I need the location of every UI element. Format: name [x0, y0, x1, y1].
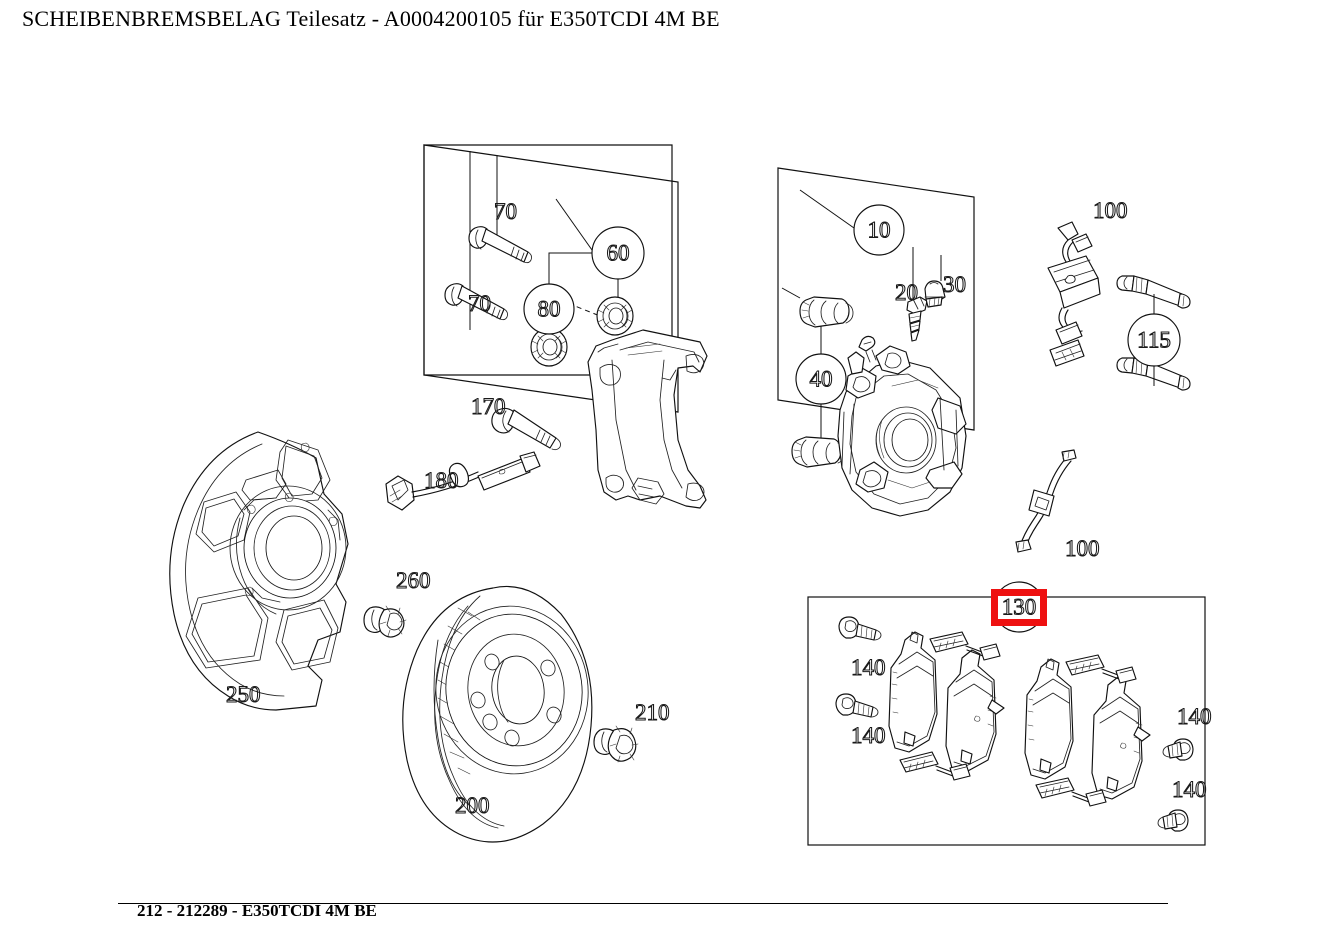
callout-circle-10[interactable]: 10: [853, 204, 905, 256]
guide-pin-bushing-60: [596, 296, 634, 336]
brake-splash-shield-250: [169, 431, 349, 711]
part-label-30: 30: [943, 272, 966, 297]
callout-circle-80[interactable]: 80: [523, 283, 575, 335]
part-label-140-d: 140: [1172, 777, 1207, 802]
wire-retaining-clip-100: [1015, 449, 1077, 553]
part-label-210: 210: [635, 700, 670, 725]
part-label-140-b: 140: [851, 723, 886, 748]
shield-bolt-260: [363, 605, 407, 638]
pad-retaining-clip-3: [1065, 654, 1137, 684]
caliper-carrier-bracket: [587, 329, 708, 509]
disc-locating-bolt-210: [593, 725, 639, 763]
part-label-70-lower: 70: [468, 291, 491, 316]
pad-bolt-140-c: [1162, 738, 1194, 761]
pad-retaining-clip-2: [899, 751, 971, 781]
bleeder-screw-20: [906, 296, 928, 342]
pad-retaining-clip-4: [1035, 777, 1107, 807]
bleeder-cap-30: [924, 280, 946, 308]
brake-pad-2: [945, 649, 1005, 773]
callout-circle-115[interactable]: 115: [1127, 313, 1181, 367]
pad-bolt-140-a: [838, 616, 882, 641]
part-label-170: 170: [471, 394, 506, 419]
part-label-100-upper: 100: [1093, 198, 1128, 223]
caliper-piston-upper: [799, 296, 854, 328]
part-label-260: 260: [396, 568, 431, 593]
selected-callout-highlight: [991, 589, 1047, 626]
part-label-200: 200: [455, 793, 490, 818]
callout-label-40: 40: [810, 367, 833, 392]
pad-retaining-spring-100: [1047, 221, 1101, 367]
footer-breadcrumb: 212 - 212289 - E350TCDI 4M BE: [137, 901, 377, 920]
callout-label-60: 60: [607, 241, 630, 266]
pad-bolt-140-b: [835, 693, 879, 718]
page-title: SCHEIBENBREMSBELAG Teilesatz - A00042001…: [22, 6, 720, 31]
part-label-140-a: 140: [851, 655, 886, 680]
guide-pin-bolt-lower: [444, 283, 508, 321]
part-label-70-upper: 70: [494, 199, 517, 224]
caliper-guide-pin-upper-115: [1116, 275, 1191, 309]
brake-disc-rotor-200: [402, 585, 593, 843]
callout-label-10: 10: [868, 218, 891, 243]
guide-pin-bolt-upper: [468, 226, 532, 264]
pad-bolt-140-d: [1157, 809, 1189, 832]
callout-label-115: 115: [1137, 328, 1171, 353]
footer-divider: [118, 903, 1168, 904]
brake-pad-4: [1091, 676, 1151, 800]
brake-pad-1: [888, 631, 938, 753]
brake-pad-3: [1024, 658, 1074, 780]
part-label-100-lower: 100: [1065, 536, 1100, 561]
caliper-piston-lower: [791, 436, 846, 468]
callout-label-80: 80: [538, 297, 561, 322]
callout-label-130: 130: [1002, 595, 1037, 620]
carrier-bolt-170: [491, 407, 561, 451]
part-label-180: 180: [424, 468, 459, 493]
pad-wear-sensor-180: [385, 451, 541, 511]
brake-caliper-body: [837, 335, 967, 517]
pad-retaining-clip-1: [929, 631, 1001, 661]
part-label-250: 250: [226, 682, 261, 707]
callout-circle-60[interactable]: 60: [591, 226, 645, 280]
part-label-20: 20: [895, 280, 918, 305]
part-label-140-c: 140: [1177, 704, 1212, 729]
callout-circle-40[interactable]: 40: [795, 353, 847, 405]
